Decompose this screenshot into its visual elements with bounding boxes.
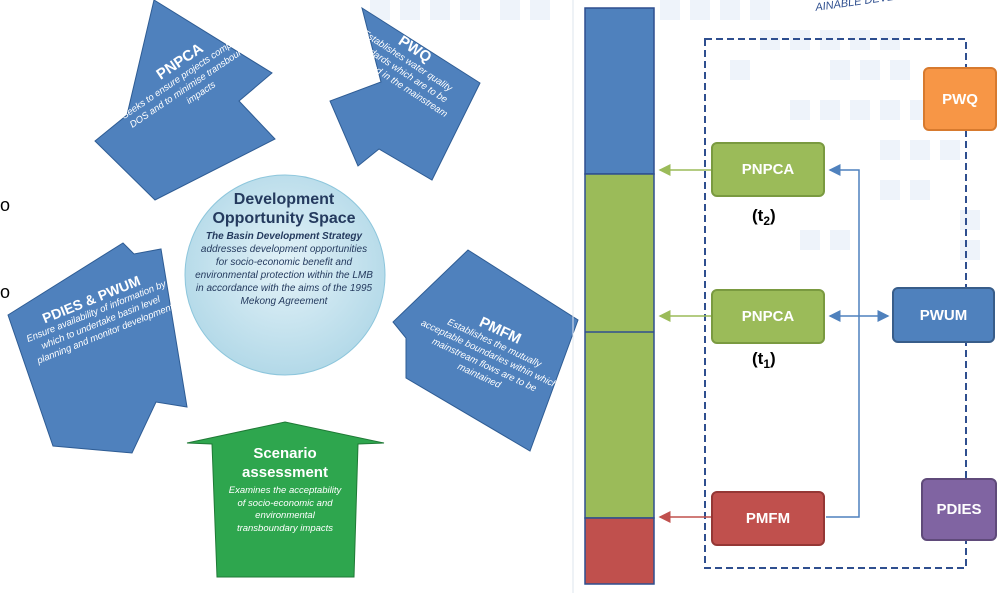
time-label-t2: (t2)	[752, 206, 776, 228]
time-label-t2-base: (t	[752, 206, 764, 225]
edge-mark-bottom: o	[0, 282, 11, 302]
development-opportunity-circle	[184, 174, 386, 376]
bar-segment-blue	[584, 7, 655, 175]
background-tiles	[370, 0, 980, 260]
pnpca-t1-box-label: PNPCA	[741, 308, 795, 325]
pnpca-t1-box: PNPCA	[711, 289, 825, 344]
bar-segment-red	[584, 517, 655, 585]
pwq-arrow-shape	[329, 6, 481, 181]
connector-spine	[826, 164, 860, 518]
scenario-assessment: Scenario assessment Examines the accepta…	[224, 444, 346, 535]
scenario-arrow-shape	[186, 421, 385, 578]
pnpca-arrow-shape	[94, 0, 276, 201]
pwq-box-label: PWQ	[942, 90, 978, 108]
scenario-title: Scenario assessment	[242, 445, 328, 481]
bar-segment-green	[584, 173, 655, 519]
pmfm-arrow-shape	[392, 249, 579, 452]
time-label-t2-sub: 2	[763, 214, 771, 228]
time-label-t1-base: (t	[752, 349, 764, 368]
pdies-pwum-arrow-shape	[7, 242, 188, 454]
time-label-t2-close: )	[770, 206, 776, 225]
pmfm-box: PMFM	[711, 491, 825, 546]
dashed-frame	[704, 38, 967, 569]
development-opportunity-text: Development Opportunity Space The Basin …	[195, 190, 373, 308]
pnpca-t2-box-label: PNPCA	[741, 161, 795, 178]
circle-title: Development Opportunity Space	[212, 191, 356, 227]
pnpca-t2-box: PNPCA	[711, 142, 825, 197]
time-label-t1-close: )	[770, 349, 776, 368]
scenario-desc: Examines the acceptability of socio-econ…	[228, 485, 342, 534]
pwum-box-label: PWUM	[919, 306, 968, 324]
time-label-t1: (t1)	[752, 349, 776, 371]
pmfm-box-label: PMFM	[745, 510, 791, 527]
circle-desc-rest: addresses development opportunities for …	[195, 244, 373, 307]
edge-mark-top: o	[0, 195, 11, 215]
time-label-t1-sub: 1	[763, 357, 771, 371]
circle-desc: The Basin Development Strategy addresses…	[195, 230, 373, 308]
pwum-box: PWUM	[892, 287, 995, 343]
pdies-box-label: PDIES	[936, 501, 982, 518]
pwq-box: PWQ	[923, 67, 997, 131]
pdies-box: PDIES	[921, 478, 997, 541]
circle-desc-bold: The Basin Development Strategy	[205, 231, 363, 242]
